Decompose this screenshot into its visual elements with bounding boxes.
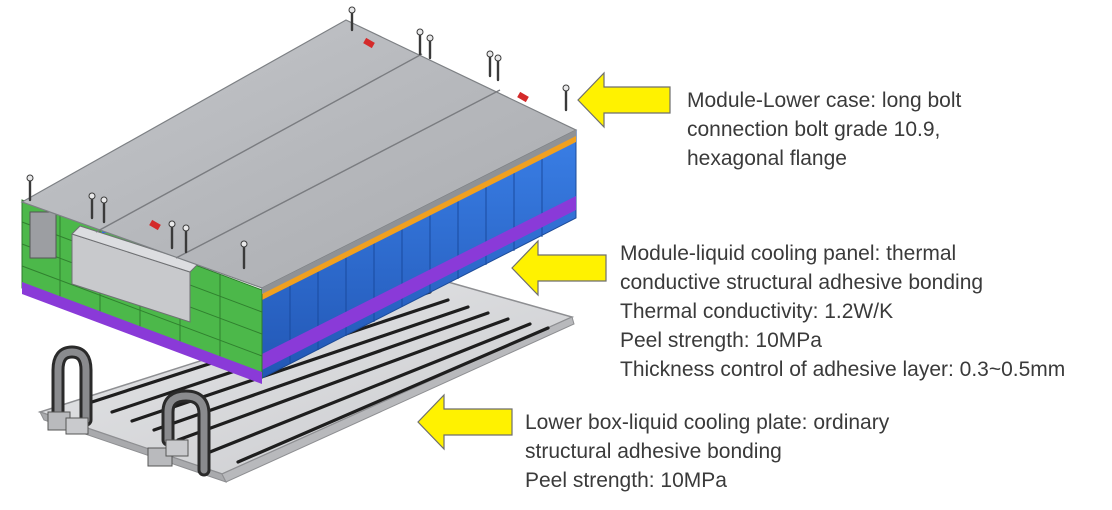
callout-line: Thickness control of adhesive layer: 0.3… [620, 358, 1066, 381]
callout-lower-box-liquid-cooling-plate: Lower box-liquid cooling plate: ordinary… [525, 408, 889, 495]
callout-line: Thermal conductivity: 1.2W/K [620, 300, 894, 323]
arrow-icon-module-lower-case [577, 71, 671, 129]
callout-module-lower-case: Module-Lower case: long bolt connection … [687, 86, 961, 173]
callout-line: Module-Lower case: long bolt [687, 89, 962, 112]
callout-line: Peel strength: 10MPa [620, 329, 822, 352]
callout-line: hexagonal flange [687, 147, 847, 170]
callout-line: conductive structural adhesive bonding [620, 271, 984, 294]
callout-line: structural adhesive bonding [525, 440, 782, 463]
arrow-icon-module-cooling-panel [511, 239, 607, 297]
arrow-icon-lower-box-cooling-plate [417, 393, 513, 451]
coolant-connector-right [147, 389, 211, 477]
callout-line: Peel strength: 10MPa [525, 469, 727, 492]
battery-module [20, 19, 578, 384]
callout-line: Lower box-liquid cooling plate: ordinary [525, 411, 890, 434]
callout-line: Module-liquid cooling panel: thermal [620, 242, 957, 265]
callout-module-liquid-cooling-panel: Module-liquid cooling panel: thermal con… [620, 239, 1065, 384]
long-bolts [28, 8, 568, 270]
callout-line: connection bolt grade 10.9, [687, 118, 941, 141]
coolant-connector-left [47, 345, 93, 435]
